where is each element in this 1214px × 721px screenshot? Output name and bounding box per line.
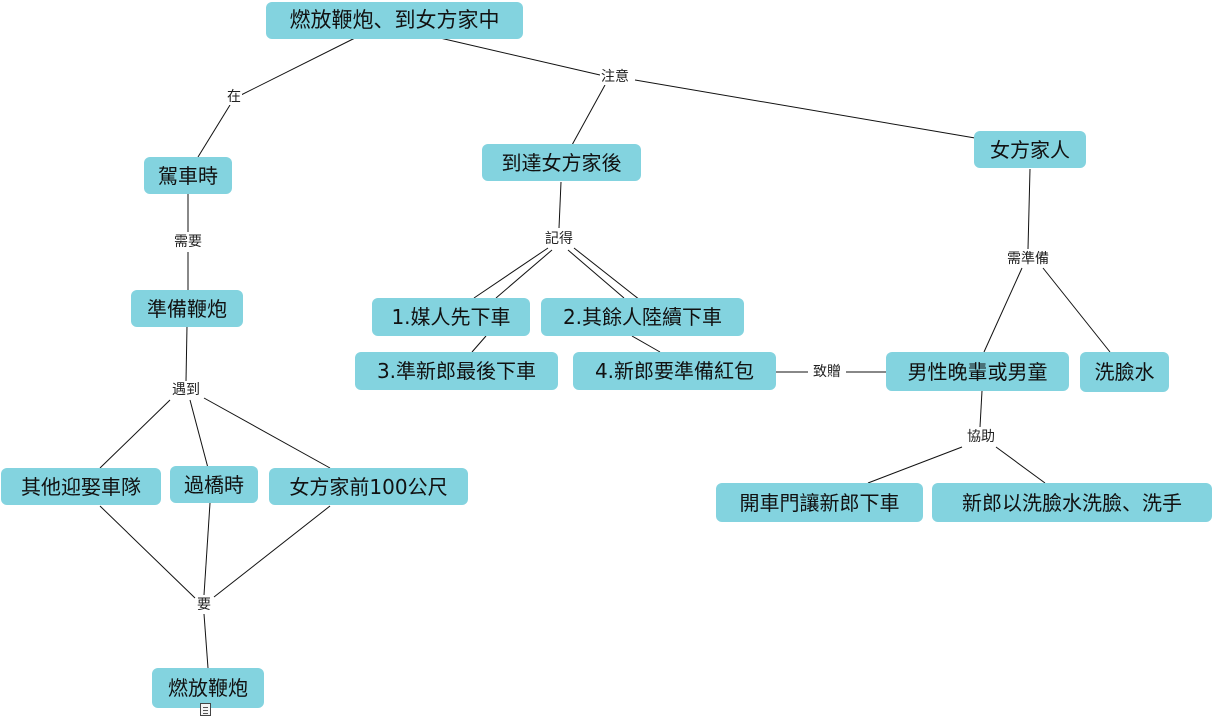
concept-node-groom-wash[interactable]: 新郎以洗臉水洗臉、洗手	[932, 483, 1212, 522]
concept-node-prepare-firecrackers[interactable]: 準備鞭炮	[131, 290, 243, 327]
link-label-zhuyi: 注意	[600, 69, 630, 85]
concept-node-other-convoy[interactable]: 其他迎娶車隊	[1, 468, 161, 505]
concept-node-step-4[interactable]: 4.新郎要準備紅包	[573, 352, 776, 390]
link-label-zhizeng: 致贈	[812, 364, 842, 380]
edge-arrive-jide	[558, 181, 562, 229]
edge-yudao-convoy	[99, 399, 171, 469]
concept-node-driving[interactable]: 駕車時	[144, 157, 232, 194]
edge-prepare-yudao	[185, 325, 188, 382]
link-label-yudao: 遇到	[171, 382, 201, 398]
concept-node-step-2[interactable]: 2.其餘人陸續下車	[541, 298, 744, 336]
edge-root-zhuyi	[439, 37, 601, 76]
edge-convoy-yao	[99, 505, 196, 599]
edge-family-xuzhunbei	[1027, 168, 1031, 250]
edge-xiezhu-n16	[867, 446, 963, 484]
link-label-xiezhu: 協助	[966, 429, 996, 445]
concept-node-step-3[interactable]: 3.準新郎最後下車	[355, 352, 558, 390]
edge-xiezhu-n17	[995, 446, 1046, 484]
edge-yudao-bridge	[189, 399, 209, 469]
edge-yudao-100m	[203, 397, 331, 469]
edge-jide-n10b	[573, 247, 641, 301]
edge-yao-firecracker	[203, 613, 209, 669]
concept-node-set-off-firecrackers[interactable]: 燃放鞭炮	[152, 668, 264, 708]
link-label-yao: 要	[196, 597, 212, 613]
edge-jide-n9b	[495, 249, 553, 299]
concept-node-100m-before[interactable]: 女方家前100公尺	[269, 468, 468, 505]
edge-bridge-yao	[203, 502, 211, 596]
concept-node-step-1[interactable]: 1.媒人先下車	[372, 298, 530, 336]
edge-root-zai	[236, 37, 356, 98]
concept-node-wash-water[interactable]: 洗臉水	[1080, 352, 1169, 392]
concept-node-young-male[interactable]: 男性晚輩或男童	[886, 352, 1069, 391]
link-label-xuyao: 需要	[173, 234, 203, 250]
note-icon[interactable]	[200, 703, 211, 716]
edge-100m-yao	[213, 505, 331, 598]
edge-xuzhunbei-n15	[1042, 267, 1111, 353]
edge-n10-n12	[631, 335, 661, 353]
edge-n14-xiezhu	[979, 390, 983, 428]
edge-jide-n9	[473, 247, 549, 299]
edge-n9-n11	[471, 335, 487, 353]
concept-node-arrive-bride-home[interactable]: 到達女方家後	[482, 144, 641, 181]
concept-node-open-car-door[interactable]: 開車門讓新郎下車	[716, 483, 923, 522]
edge-zhuyi-family	[634, 79, 976, 139]
edge-zai-driving	[197, 104, 231, 158]
link-label-xuzhunbei: 需準備	[1006, 251, 1050, 267]
edge-zhuyi-arrive	[571, 84, 606, 146]
link-label-zai: 在	[226, 89, 242, 105]
edge-jide-n10	[567, 249, 625, 299]
edge-xuzhunbei-n14	[983, 267, 1023, 353]
concept-node-crossing-bridge[interactable]: 過橋時	[170, 466, 258, 503]
link-label-jide: 記得	[544, 231, 574, 247]
concept-node-root[interactable]: 燃放鞭炮、到女方家中	[266, 2, 523, 39]
concept-node-bride-family[interactable]: 女方家人	[974, 131, 1086, 168]
